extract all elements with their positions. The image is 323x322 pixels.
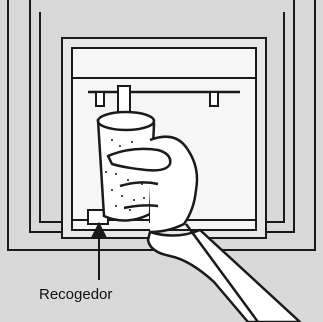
drip-tray-label: Recogedor (39, 286, 112, 303)
